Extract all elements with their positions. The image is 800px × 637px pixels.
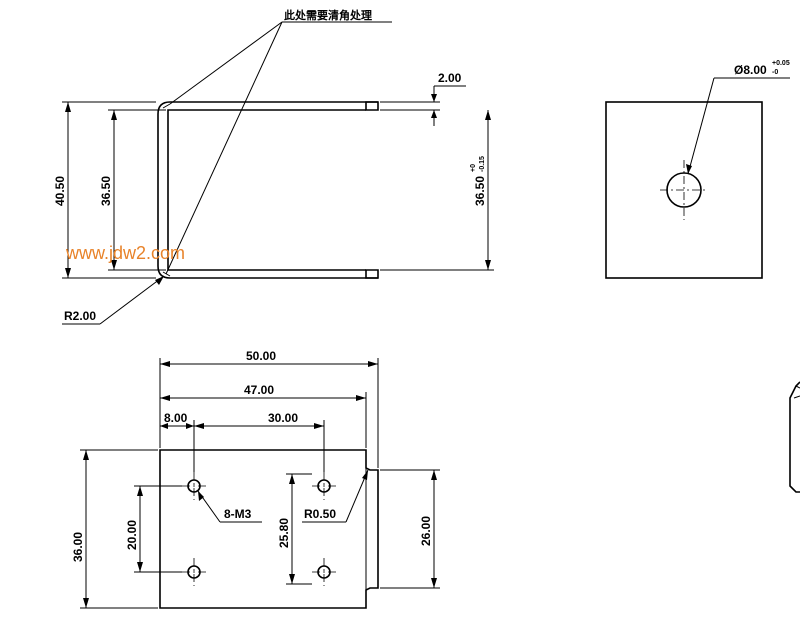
dim-40-50: 40.50 [53,176,67,206]
dim-25: 25.80 [277,518,291,548]
arrow-8-right [186,423,194,429]
arrow-25-bottom [289,574,295,584]
iso-edge-2 [793,395,800,399]
arrow-25-top [289,474,295,484]
iso-outline [789,381,800,493]
side-view: Ø8.00 +0.05 -0 [605,60,790,279]
arrow-8-left [160,423,168,429]
dim-opening-tol-lower: -0.15 [479,156,486,172]
arrow-2-bottom [431,110,437,118]
dim-opening-base: 36.50 [473,176,487,206]
side-view-outline [605,101,763,279]
arrow-20-top [137,486,143,496]
arrow-50-left [160,361,170,367]
arrow-2-top [431,94,437,102]
iso-view-fragment [789,381,800,493]
channel-inner-profile [167,109,366,271]
plan-hole-2 [182,558,206,586]
dim-36: 36.00 [71,532,85,562]
arrow-30-left [194,423,204,429]
dim-opening-group: 36.50 +0 -0.15 [470,156,487,206]
dim-8: 8.00 [164,411,188,425]
label-m3: 8-M3 [224,507,252,521]
arrow-r05 [362,470,368,480]
arrow-20-bottom [137,562,143,572]
label-hole-dia: Ø8.00 [734,63,767,77]
arrow-26-bottom [431,578,437,588]
plan-view: 50.00 47.00 8.00 30.00 36.00 20.00 [71,349,440,609]
dim-2-00: 2.00 [438,71,462,85]
arrow-36-bottom [83,598,89,608]
plan-outline [159,449,379,609]
note-clear-corner: 此处需要清角处理 [284,8,372,22]
dim-opening-tol-upper: +0 [470,164,477,172]
corner-mark-top [162,103,171,109]
label-r2: R2.00 [64,309,96,323]
arrow-40-top [65,102,71,112]
arrow-30-right [314,423,324,429]
watermark-text: www.jdw2.com [65,243,185,263]
plan-hole-3 [312,472,336,500]
dim-47: 47.00 [244,383,274,397]
arrow-47-left [160,395,170,401]
leader-note-bottom [165,21,283,275]
channel-bottom-tab [365,269,379,279]
label-r05: R0.50 [304,507,336,521]
dim-26: 26.00 [419,516,433,546]
arrow-r2 [155,276,164,285]
leader-note-top [169,21,283,105]
channel-top-tab [365,101,379,111]
label-hole-tol-upper: +0.05 [772,60,790,67]
dim-20: 20.00 [125,520,139,550]
dim-30: 30.00 [268,411,298,425]
channel-outer-profile [157,101,378,279]
arrow-36-top [111,110,117,120]
plan-hole-1 [182,472,206,500]
arrow-47-right [356,395,366,401]
dim-36-50: 36.50 [99,176,113,206]
front-view: 40.50 36.50 2.00 36.50 +0 -0.15 R2.00 [53,8,494,325]
leader-r2 [99,275,165,325]
leader-hole-dia [687,77,715,175]
plan-hole-4 [312,558,336,586]
arrow-hole-dia [686,164,692,174]
arrow-opening-bottom [485,260,491,270]
arrow-36-bottom [111,260,117,270]
arrow-26-top [431,470,437,480]
arrow-opening-top [485,110,491,120]
arrow-36-top [83,450,89,460]
dim-50: 50.00 [246,349,276,363]
arrow-m3 [198,491,204,501]
iso-edge-1 [795,385,800,389]
arrow-40-bottom [65,268,71,278]
label-hole-tol-lower: -0 [772,69,778,76]
arrow-50-right [368,361,378,367]
